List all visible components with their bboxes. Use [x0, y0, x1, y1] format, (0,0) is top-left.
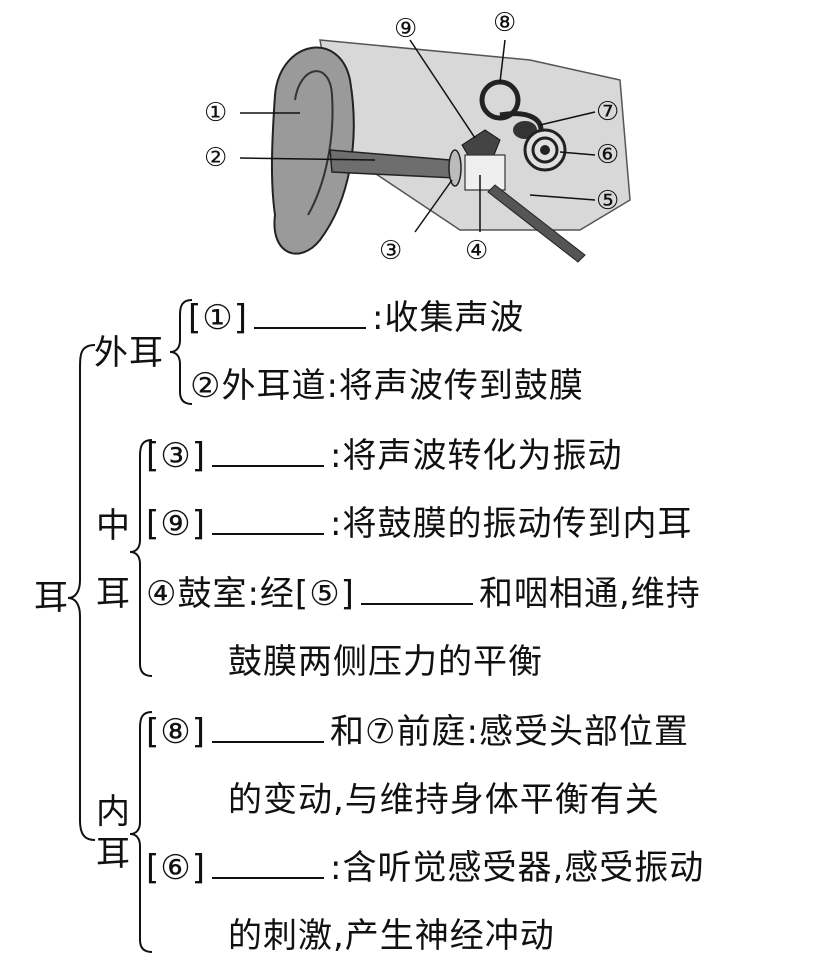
figure-label-2: ② — [204, 143, 228, 173]
middle-ear-row-2: [⑨] :将鼓膜的振动传到内耳 — [146, 504, 692, 544]
outer-ear-title: 外耳 — [94, 333, 164, 373]
outer-ear-row-2: ②外耳道:将声波传到鼓膜 — [190, 366, 584, 406]
figure-label-5: ⑤ — [596, 186, 620, 216]
middle-ear-row-4: 鼓膜两侧压力的平衡 — [228, 642, 543, 682]
fill-in-blank — [212, 713, 325, 743]
inner-ear-row-4: 的刺激,产生神经冲动 — [228, 916, 555, 956]
inner-ear-row-3-num: [⑥] — [146, 848, 207, 888]
middle-ear-row-1-num: [③] — [146, 436, 207, 476]
figure-label-6: ⑥ — [596, 140, 620, 170]
inner-ear-row-1: [⑧] 和⑦前庭:感受头部位置 — [146, 712, 689, 752]
inner-ear-title-2: 耳 — [96, 834, 131, 874]
outer-ear-row-1-desc: :收集声波 — [372, 298, 525, 338]
fill-in-blank — [254, 299, 367, 329]
middle-ear-row-2-num: [⑨] — [146, 504, 207, 544]
middle-ear-row-2-desc: :将鼓膜的振动传到内耳 — [330, 504, 693, 544]
middle-ear-row-3-post: 和咽相通,维持 — [478, 574, 701, 614]
middle-ear-row-3-pre: ④鼓室:经[⑤] — [146, 574, 355, 614]
middle-ear-row-3: ④鼓室:经[⑤] 和咽相通,维持 — [146, 574, 701, 614]
ear-anatomy-figure — [239, 39, 631, 263]
root-ear-label: 耳 — [34, 578, 69, 618]
figure-label-3: ③ — [379, 236, 403, 266]
figure-label-9: ⑨ — [394, 14, 418, 44]
middle-ear-row-1: [③] :将声波转化为振动 — [146, 436, 622, 476]
inner-ear-row-3: [⑥] :含听觉感受器,感受振动 — [146, 848, 704, 888]
outer-ear-row-1-num: [①] — [188, 298, 249, 338]
fill-in-blank — [212, 505, 325, 535]
inner-ear-title-1: 内 — [96, 792, 131, 832]
middle-ear-title-1: 中 — [96, 506, 131, 546]
inner-ear-row-2: 的变动,与维持身体平衡有关 — [228, 780, 660, 820]
fill-in-blank — [360, 575, 473, 605]
figure-label-7: ⑦ — [596, 97, 620, 127]
middle-ear-title-2: 耳 — [96, 574, 131, 614]
figure-label-4: ④ — [465, 236, 489, 266]
fill-in-blank — [212, 437, 325, 467]
inner-ear-row-1-num: [⑧] — [146, 712, 207, 752]
middle-ear-row-1-desc: :将声波转化为振动 — [330, 436, 623, 476]
inner-ear-row-1-post: 和⑦前庭:感受头部位置 — [330, 712, 689, 752]
figure-label-1: ① — [204, 98, 228, 128]
figure-label-8: ⑧ — [493, 8, 517, 38]
fill-in-blank — [212, 849, 325, 879]
inner-ear-row-3-desc: :含听觉感受器,感受振动 — [330, 848, 705, 888]
outer-ear-row-1: [①] :收集声波 — [188, 298, 524, 338]
